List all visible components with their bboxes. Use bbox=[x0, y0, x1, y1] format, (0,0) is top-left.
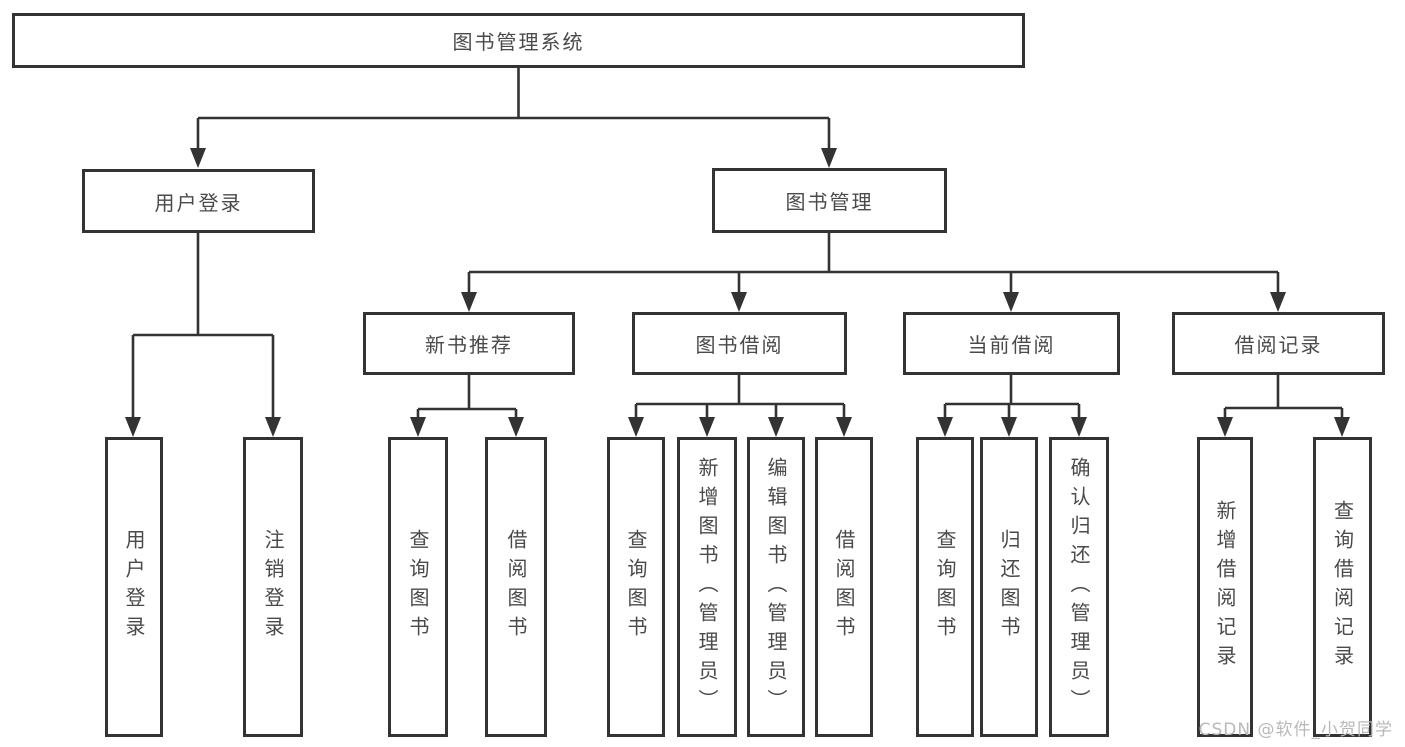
leaf-label: 确认归还（管理员） bbox=[1067, 456, 1091, 718]
node-label: 当前借阅 bbox=[967, 333, 1056, 357]
leaf-label: 新增图书（管理员） bbox=[695, 456, 719, 718]
leaf-label: 借阅图书 bbox=[504, 529, 528, 645]
node-borrow-record: 借阅记录 bbox=[1172, 312, 1385, 375]
leaf-label: 查询图书 bbox=[933, 529, 957, 645]
node-label: 图书管理 bbox=[785, 190, 874, 214]
leaf-label: 借阅图书 bbox=[832, 529, 856, 645]
leaf-label: 用户登录 bbox=[122, 529, 146, 645]
leaf-label: 归还图书 bbox=[997, 529, 1021, 645]
csdn-watermark: CSDN @软件_小贺同学 bbox=[1198, 720, 1393, 740]
leaf-label: 编辑图书（管理员） bbox=[764, 456, 788, 718]
leaf-query-book-borrow: 查询图书 bbox=[607, 437, 665, 737]
node-label: 图书管理系统 bbox=[452, 30, 585, 54]
node-label: 图书借阅 bbox=[695, 333, 784, 357]
node-book-management: 图书管理 bbox=[712, 168, 947, 233]
node-library-management-system: 图书管理系统 bbox=[12, 13, 1025, 68]
leaf-edit-book-admin: 编辑图书（管理员） bbox=[747, 437, 805, 737]
leaf-add-book-admin: 新增图书（管理员） bbox=[677, 437, 737, 737]
leaf-borrow-book-recommend: 借阅图书 bbox=[485, 437, 547, 737]
leaf-label: 查询图书 bbox=[406, 529, 430, 645]
node-book-borrow: 图书借阅 bbox=[632, 312, 847, 375]
leaf-user-login: 用户登录 bbox=[105, 437, 163, 737]
leaf-add-borrow-record: 新增借阅记录 bbox=[1197, 437, 1253, 737]
leaf-query-book-current: 查询图书 bbox=[916, 437, 974, 737]
node-label: 用户登录 bbox=[154, 190, 243, 215]
leaf-query-borrow-record: 查询借阅记录 bbox=[1313, 437, 1372, 737]
leaf-return-book: 归还图书 bbox=[980, 437, 1038, 737]
node-user-login: 用户登录 bbox=[82, 169, 315, 233]
leaf-query-book-recommend: 查询图书 bbox=[388, 437, 448, 737]
leaf-label: 查询借阅记录 bbox=[1330, 500, 1355, 674]
leaf-confirm-return-admin: 确认归还（管理员） bbox=[1049, 437, 1109, 737]
leaf-label: 注销登录 bbox=[261, 529, 285, 645]
leaf-borrow-book: 借阅图书 bbox=[815, 437, 873, 737]
node-label: 新书推荐 bbox=[425, 333, 513, 357]
node-current-borrow: 当前借阅 bbox=[903, 312, 1120, 375]
node-new-book-recommend: 新书推荐 bbox=[363, 312, 575, 375]
node-label: 借阅记录 bbox=[1234, 333, 1323, 357]
leaf-label: 新增借阅记录 bbox=[1213, 500, 1237, 674]
leaf-label: 查询图书 bbox=[624, 529, 648, 645]
leaf-logout: 注销登录 bbox=[243, 437, 303, 737]
